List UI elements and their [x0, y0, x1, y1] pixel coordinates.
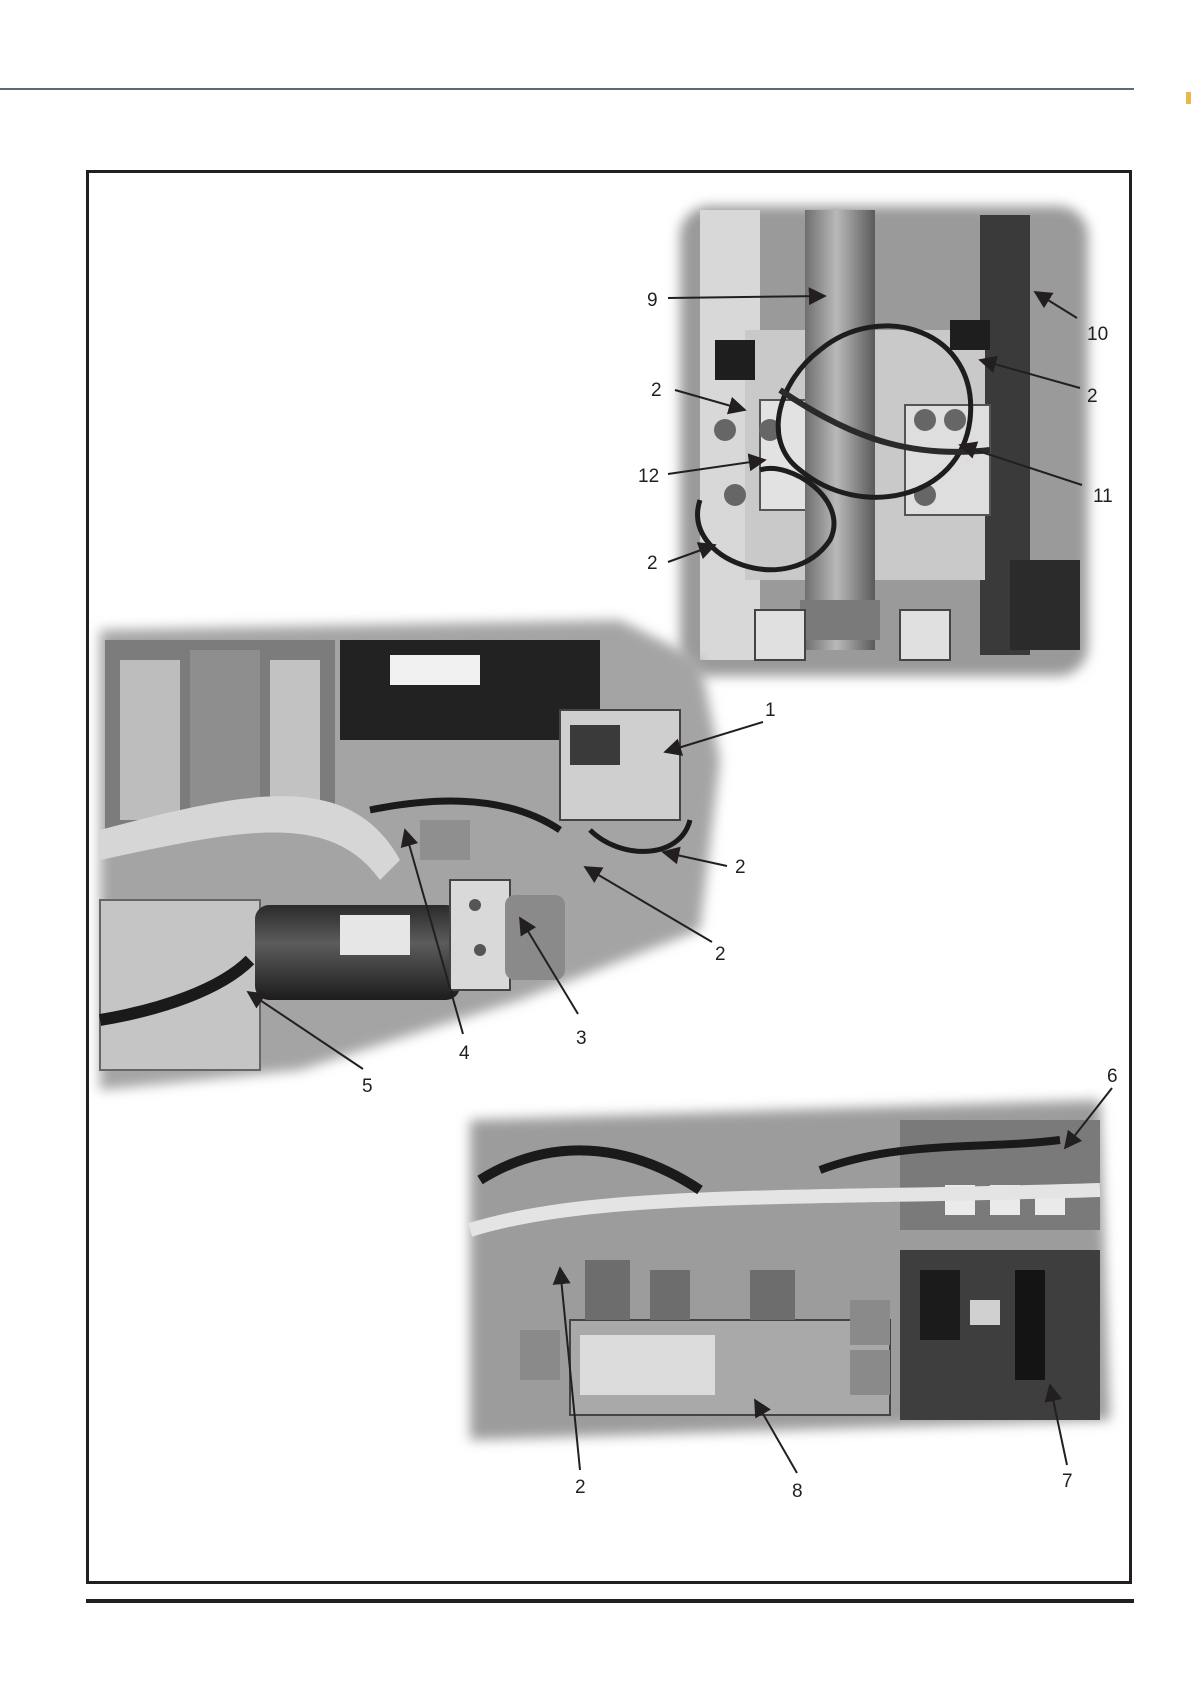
- callout-7: 7: [1062, 1471, 1073, 1492]
- callout-8: 8: [792, 1481, 803, 1502]
- footer-rule: [86, 1599, 1134, 1603]
- callout-4: 4: [459, 1043, 470, 1064]
- callout-11: 11: [1093, 486, 1113, 507]
- photo-column-assembly: [680, 206, 1088, 676]
- callout-1: 1: [765, 700, 776, 721]
- photo-controller-board: [470, 1100, 1110, 1440]
- callout-2-board: 2: [575, 1477, 586, 1498]
- callout-10: 10: [1087, 324, 1108, 345]
- callout-6: 6: [1107, 1066, 1118, 1087]
- photo-pump-motor: [100, 620, 720, 1090]
- callout-9: 9: [647, 290, 658, 311]
- callout-2-column-right: 2: [1087, 386, 1098, 407]
- callout-2-column-left-top: 2: [651, 380, 662, 401]
- callout-12: 12: [638, 466, 659, 487]
- callout-2-pump-right: 2: [735, 857, 746, 878]
- callout-2-column-left-bottom: 2: [647, 553, 658, 574]
- callout-2-pump-lower: 2: [715, 944, 726, 965]
- callout-5: 5: [362, 1076, 373, 1097]
- callout-3: 3: [576, 1028, 587, 1049]
